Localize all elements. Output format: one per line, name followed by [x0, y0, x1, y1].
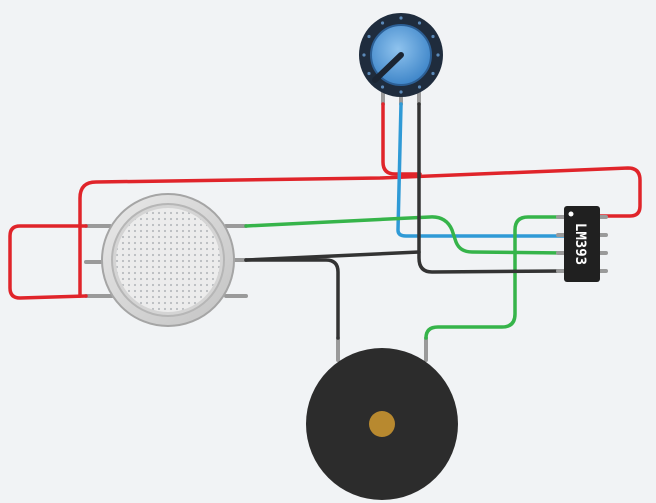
gas-sensor[interactable] [101, 193, 235, 327]
potentiometer-tick [417, 85, 422, 89]
ic-chip-icon [564, 206, 600, 282]
sensor-mesh-dots [116, 208, 220, 312]
buzzer-center [369, 411, 395, 437]
potentiometer-ticks [362, 16, 440, 94]
potentiometer-tick [431, 71, 435, 76]
lm393-chip[interactable]: LM393 [556, 206, 608, 282]
potentiometer-tick [399, 16, 403, 20]
buzzer-legs [336, 336, 428, 362]
wire-pot-wiper[interactable] [396, 102, 567, 238]
potentiometer-tick [367, 34, 371, 39]
potentiometer-tick [399, 90, 403, 94]
chip-label: LM393 [572, 223, 588, 265]
piezo-buzzer[interactable] [306, 348, 458, 500]
potentiometer-tick [417, 21, 422, 25]
potentiometer-tick [362, 53, 366, 57]
wire-power-main[interactable] [78, 166, 642, 298]
wire-sensor-output[interactable] [244, 215, 567, 255]
potentiometer-tick [436, 53, 440, 57]
chip-pin1-dot [568, 211, 574, 217]
potentiometer-tick [380, 21, 385, 25]
potentiometer-tick [431, 34, 435, 39]
wire-power-pot[interactable] [381, 102, 422, 176]
wire-buzzer-output[interactable] [424, 215, 567, 340]
potentiometer[interactable] [359, 13, 443, 97]
wire-ground-pot[interactable] [417, 102, 567, 274]
potentiometer-tick [380, 85, 385, 89]
wire-ground-buzzer[interactable] [244, 258, 340, 340]
potentiometer-pointer [372, 52, 404, 83]
potentiometer-tick [367, 71, 371, 76]
wire-power-loop[interactable] [8, 224, 88, 300]
